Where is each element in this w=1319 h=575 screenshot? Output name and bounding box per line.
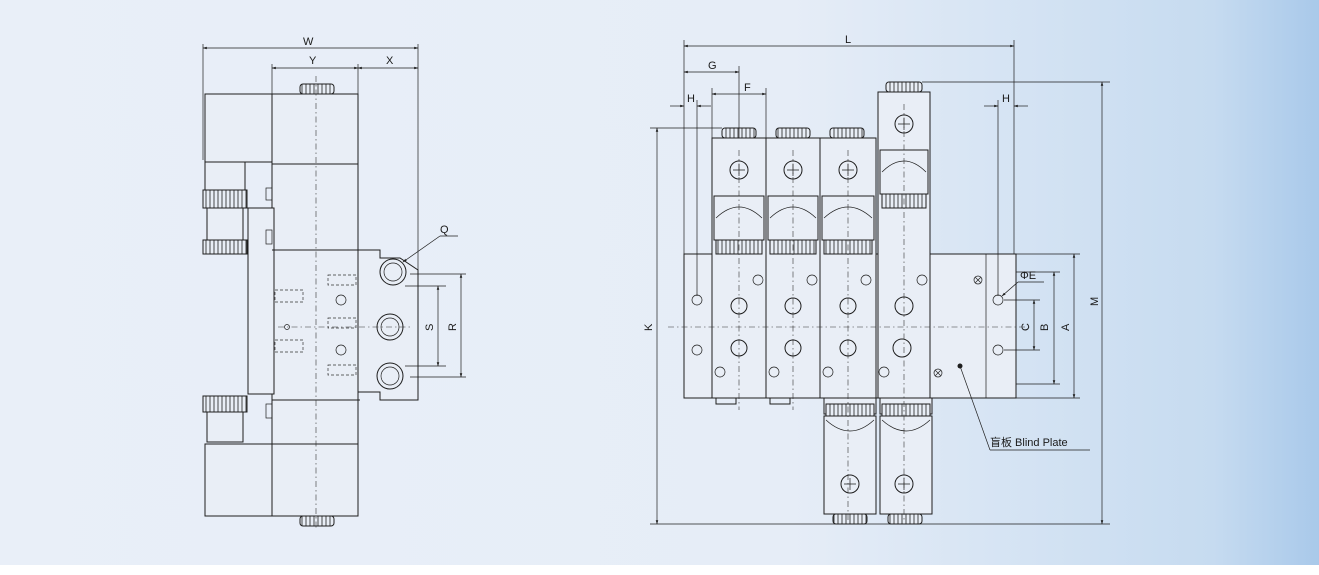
dim-phie-label: ΦE xyxy=(1020,270,1036,282)
valve-body-side xyxy=(271,163,359,445)
dim-f-label: F xyxy=(744,82,751,94)
dim-h-left-label: H xyxy=(687,93,695,105)
valve-station-4 xyxy=(877,81,933,525)
dim-c-label: C xyxy=(1020,323,1032,331)
manifold-side-profile xyxy=(357,249,419,401)
side-view: W Y X Q S R xyxy=(202,36,466,530)
blind-plate-label: 盲板 Blind Plate xyxy=(990,435,1068,449)
dim-k-label: K xyxy=(643,323,655,331)
dim-y-label: Y xyxy=(309,55,317,67)
dim-x-label: X xyxy=(386,55,394,67)
bottom-strip xyxy=(0,565,1319,575)
dim-h-right-label: H xyxy=(1002,93,1010,105)
dim-w-label: W xyxy=(303,36,314,48)
dim-l-label: L xyxy=(845,34,851,46)
front-view: L G F H H K M A xyxy=(643,34,1110,525)
dim-g-label: G xyxy=(708,60,717,72)
dim-a-label: A xyxy=(1060,323,1072,331)
dim-r-label: R xyxy=(447,323,459,331)
upper-coil-housing xyxy=(271,93,359,165)
dim-m-label: M xyxy=(1089,297,1101,306)
dim-s-label: S xyxy=(424,324,436,331)
dim-b-label: B xyxy=(1039,324,1051,331)
dim-q-label: Q xyxy=(440,224,449,236)
upper-coil-box xyxy=(204,93,274,163)
